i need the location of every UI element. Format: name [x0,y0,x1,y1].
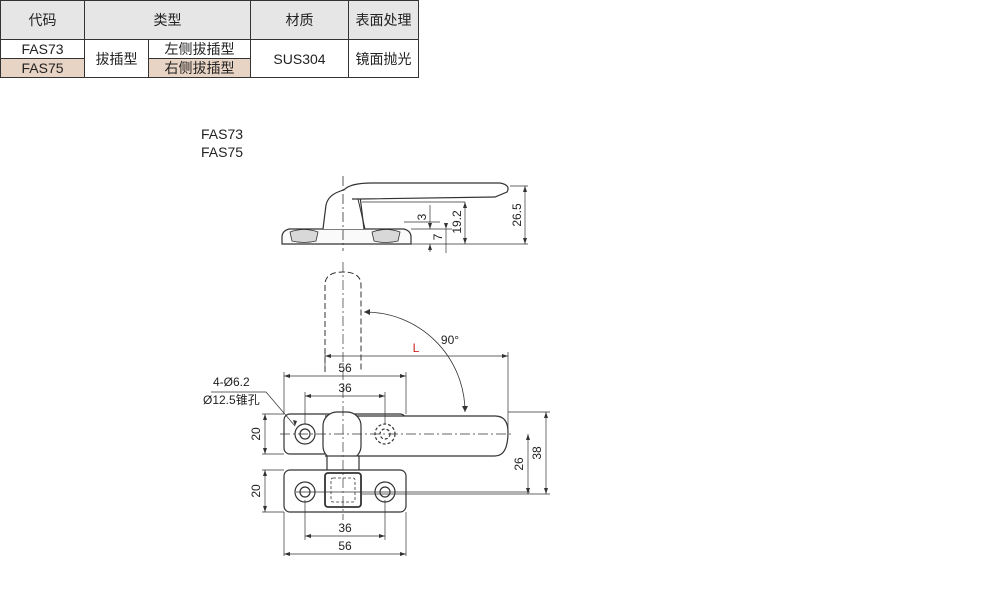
spec-table: 代码 类型 材质 表面处理 FAS73 拔插型 左侧拔插型 SUS304 镜面抛… [0,0,419,78]
hole-note-2: Ø12.5锥孔 [203,393,260,407]
dim-38: 38 [530,446,544,460]
table-header-row: 代码 类型 材质 表面处理 [0,0,419,40]
table-row: FAS75 右侧拔插型 [0,58,419,78]
table-row: FAS73 拔插型 左侧拔插型 SUS304 镜面抛光 [0,39,419,78]
side-view [281,176,528,253]
side-view-arrows [428,186,527,250]
header-code: 代码 [0,0,85,40]
dim-L: L [413,341,420,355]
cell-finish: 镜面抛光 [348,39,419,78]
hole-note-1: 4-Ø6.2 [213,375,250,389]
dim-56-top: 56 [338,361,352,375]
cell-type-main: 拔插型 [84,39,149,78]
cell-code: FAS75 [0,58,85,78]
dim-56-bottom: 56 [338,539,352,553]
dim-36-top: 36 [338,381,352,395]
dim-7: 7 [431,233,445,240]
header-finish: 表面处理 [348,0,419,40]
dim-19-2: 19.2 [450,210,464,234]
dim-3: 3 [415,213,429,220]
top-view [211,262,550,556]
cell-type-sub: 右侧拔插型 [148,58,251,78]
dim-angle: 90° [441,333,459,347]
dim-20-a: 20 [249,427,263,441]
dim-26-5: 26.5 [510,203,524,227]
top-view-arrows [263,309,548,556]
dim-20-b: 20 [249,484,263,498]
model-label: FAS73 [201,126,243,142]
model-label: FAS75 [201,144,243,160]
dim-36-bottom: 36 [338,521,352,535]
cell-code: FAS73 [0,39,85,59]
dim-26: 26 [512,457,526,471]
cell-material: SUS304 [250,39,349,78]
